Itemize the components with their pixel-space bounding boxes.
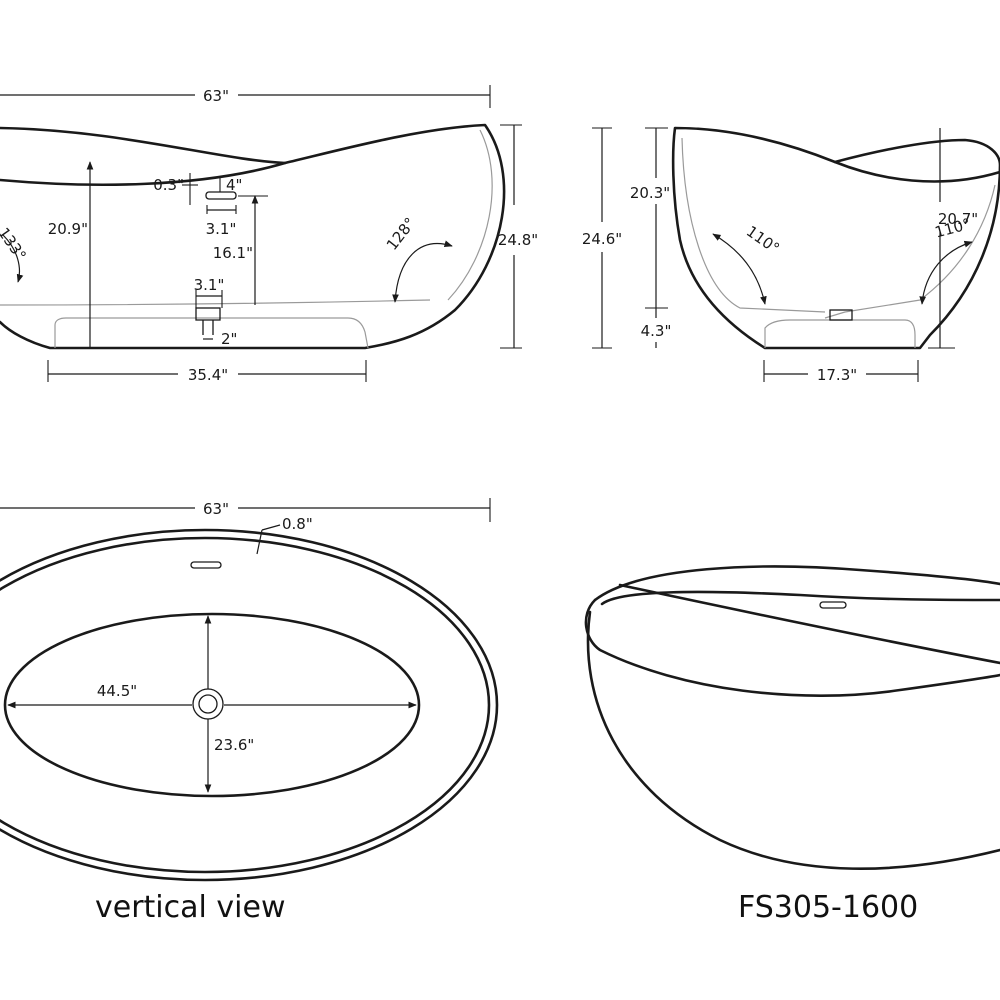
interior-width-label: 23.6" xyxy=(214,736,254,754)
side-view-long: 63" 20.9" 0.3" 4" 3.1" 16.1" 3 xyxy=(0,85,538,384)
drain-inner-ring xyxy=(198,694,218,714)
tub-outer-rim xyxy=(0,528,499,882)
short-rim-inner-edge xyxy=(833,160,1000,183)
short-base-height-label: 4.3" xyxy=(641,322,672,340)
perspective-view xyxy=(584,565,1000,870)
short-left-angle-arc xyxy=(712,233,767,305)
rim-inner-edge xyxy=(0,161,287,187)
perspective-inner-rim xyxy=(600,590,1000,606)
drain-body xyxy=(195,307,221,321)
perspective-front-rim xyxy=(584,598,1000,697)
tub-inner-rim xyxy=(0,536,491,874)
short-right-angle-arc xyxy=(919,240,973,305)
overflow-slot xyxy=(205,191,237,200)
long-side-outline xyxy=(0,123,506,350)
tub-basin xyxy=(3,612,421,798)
drain-outer-ring xyxy=(192,688,224,720)
overflow-width-label: 4" xyxy=(226,176,242,194)
interior-length-label: 44.5" xyxy=(97,682,137,700)
left-angle-arc xyxy=(2,234,24,283)
overall-length-label: 63" xyxy=(203,87,229,105)
short-right-depth-label: 20.7" xyxy=(938,210,978,228)
short-base-width-label: 17.3" xyxy=(817,366,857,384)
top-view: 63" 0.8" 44.5" 23.6" xyxy=(0,498,499,882)
drain-size-label: 3.1" xyxy=(194,276,225,294)
side-view-short: 24.6" 20.3" 4.3" 20.7" 110° 110° 17.3" xyxy=(582,126,1000,384)
short-interior-height-label: 20.3" xyxy=(630,184,670,202)
perspective-back-rim xyxy=(593,565,1000,602)
overflow-size-label: 3.1" xyxy=(206,220,237,238)
perspective-inner-wall xyxy=(618,583,1000,665)
left-angle-label: 133° xyxy=(0,224,30,264)
perspective-overflow-slot xyxy=(819,601,847,609)
overall-height-label: 24.8" xyxy=(498,231,538,249)
right-angle-arc xyxy=(392,240,453,303)
short-base-recess-hidden-line xyxy=(764,319,916,348)
base-recess-hidden-line xyxy=(54,317,369,349)
overflow-height-label: 16.1" xyxy=(213,244,253,262)
rim-offset-label: 0.3" xyxy=(153,176,184,194)
inner-wall-hidden-line xyxy=(0,129,493,306)
base-length-label: 35.4" xyxy=(188,366,228,384)
short-drain-body xyxy=(829,309,853,321)
short-overall-height-label: 24.6" xyxy=(582,230,622,248)
rim-thickness-leader xyxy=(256,529,263,555)
drain-outlet-label: 2" xyxy=(221,330,237,348)
top-view-caption: vertical view xyxy=(95,890,286,925)
interior-depth-label: 20.9" xyxy=(48,220,88,238)
model-number: FS305-1600 xyxy=(738,890,919,925)
right-angle-label: 128° xyxy=(383,214,419,254)
rim-thickness-label: 0.8" xyxy=(282,515,313,533)
short-left-angle-label: 110° xyxy=(743,222,783,257)
top-overall-length-label: 63" xyxy=(203,500,229,518)
perspective-body-outline xyxy=(586,610,1000,870)
rim-thickness-leader-2 xyxy=(261,524,281,531)
top-overflow-slot xyxy=(190,561,222,569)
